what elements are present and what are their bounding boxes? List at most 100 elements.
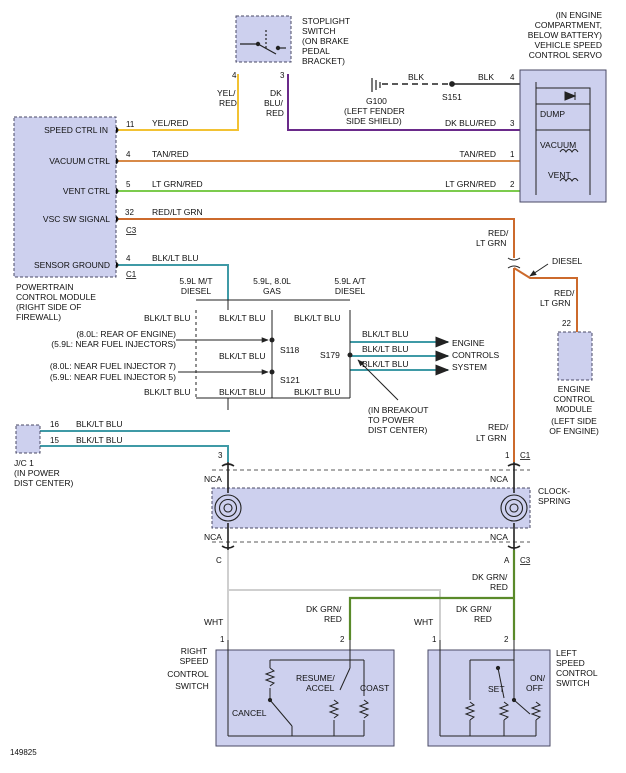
stoplight-switch-symbol (240, 30, 286, 55)
clockspring-wire-below-1: DK GRN/ (472, 572, 508, 582)
clockspring-nca-2: NCA (490, 474, 508, 484)
diesel-label: DIESEL (552, 256, 583, 266)
splice-header-at-1: 5.9L A/T (334, 276, 365, 286)
left-switch-desc-4: SWITCH (556, 678, 590, 688)
splice-header-mt-1: 5.9L M/T (179, 276, 212, 286)
left-switch-wire-green-1: DK GRN/ (456, 604, 492, 614)
servo-item-dump: DUMP (540, 109, 565, 119)
servo-item-vent: VENT (548, 170, 571, 180)
servo-pin-1: 1 (510, 150, 515, 159)
splice-wire-label-7: BLK/LT BLU (294, 387, 340, 397)
jc-pin-16: 16 (50, 420, 59, 429)
pcm-desc-4: FIREWALL) (16, 312, 61, 322)
servo-desc-1: (IN ENGINE (556, 10, 603, 20)
diesel-wire-upper-2: LT GRN (476, 238, 506, 248)
left-switch-desc-3: CONTROL (556, 668, 598, 678)
left-switch-item-off: OFF (526, 683, 543, 693)
servo-desc-3: BELOW BATTERY) (528, 30, 602, 40)
pcm-pin-label-vsc-sw-signal: VSC SW SIGNAL (43, 214, 110, 224)
pcm-pin-number-32: 32 (125, 208, 134, 217)
stoplight-desc-5: BRACKET) (302, 56, 345, 66)
right-switch-item-coast: COAST (360, 683, 389, 693)
splice-wire-label-6: BLK/LT BLU (219, 387, 265, 397)
right-switch-wire-green-1: DK GRN/ (306, 604, 342, 614)
splice-s121: S121 (280, 375, 300, 385)
jc-wire-label-1: BLK/LT BLU (76, 419, 122, 429)
servo-pin-4: 4 (510, 73, 515, 82)
right-switch-box (215, 649, 395, 747)
pcm-pin-number-4b: 4 (126, 254, 131, 263)
servo-pin-2: 2 (510, 180, 515, 189)
servo-module (519, 69, 607, 203)
splice-s179: S179 (320, 350, 340, 360)
servo-wire-dk-blu-red: DK BLU/RED (445, 118, 496, 128)
splice-header-at-2: DIESEL (335, 286, 366, 296)
right-switch-pin-2: 2 (340, 635, 345, 644)
ground-wire-dashed-label: BLK (408, 72, 424, 82)
ecm-desc-2: CONTROL (553, 394, 595, 404)
pcm-desc-3: (RIGHT SIDE OF (16, 302, 82, 312)
s179-location-1: (IN BREAKOUT (368, 405, 428, 415)
diesel-wire-upper-1: RED/ (488, 228, 509, 238)
splice-wire-label-5: BLK/LT BLU (144, 387, 190, 397)
left-switch-box (427, 649, 551, 747)
s121-location-1: (8.0L: NEAR FUEL INJECTOR 7) (50, 361, 176, 371)
stoplight-desc-2: SWITCH (302, 26, 336, 36)
servo-wire-tan-red: TAN/RED (459, 149, 496, 159)
jc1-box (15, 424, 41, 454)
clockspring-pin-top-right: 1 (505, 451, 510, 460)
jc-desc-3: DIST CENTER) (14, 478, 74, 488)
pcm-pin-label-sensor-ground: SENSOR GROUND (34, 260, 110, 270)
splice-header-gas-1: 5.9L, 8.0L (253, 276, 291, 286)
splice-header-mt-2: DIESEL (181, 286, 212, 296)
clockspring-conn-bottom-right: C3 (520, 556, 531, 565)
clockspring-pin-bottom-right: A (504, 556, 510, 565)
servo-desc-4: VEHICLE SPEED (534, 40, 602, 50)
servo-desc-5: CONTROL SERVO (529, 50, 603, 60)
ground-desc-2: SIDE SHIELD) (346, 116, 402, 126)
ecm-module (557, 331, 593, 381)
ground-id: G100 (366, 96, 387, 106)
right-switch-desc-4: SWITCH (175, 681, 209, 691)
clockspring-coil-right (500, 494, 528, 522)
left-switch-item-on: ON/ (530, 673, 546, 683)
diesel-wire-ecm-2: LT GRN (540, 298, 570, 308)
pcm-pin-number-4a: 4 (126, 150, 131, 159)
pcm-connector-c3: C3 (126, 226, 137, 235)
splice-wire-label-1: BLK/LT BLU (144, 313, 190, 323)
splice-arrows (176, 337, 399, 401)
stoplight-desc-3: (ON BRAKE (302, 36, 349, 46)
wire-label-blk-lt-blu: BLK/LT BLU (152, 253, 198, 263)
stoplight-pin-3: 3 (280, 71, 285, 80)
left-switch-desc-1: LEFT (556, 648, 577, 658)
clockspring-nca-3: NCA (204, 532, 222, 542)
right-switch-desc-3: CONTROL (167, 669, 209, 679)
diesel-wire-ecm-1: RED/ (554, 288, 575, 298)
right-switch-item-accel: ACCEL (306, 683, 335, 693)
splice-header-gas-2: GAS (263, 286, 281, 296)
servo-internal (535, 82, 591, 195)
right-switch-desc-2: SPEED (180, 656, 209, 666)
jc-desc-1: J/C 1 (14, 458, 34, 468)
wire-dk-grn-red-right (348, 596, 514, 640)
wire-red-lt-grn-lower-2: LT GRN (476, 433, 506, 443)
wire-dk-blu-red (287, 74, 520, 131)
ecs-wire-label-3: BLK/LT BLU (362, 359, 408, 369)
ground-wire-label: BLK (478, 72, 494, 82)
stoplight-wire-right-3: RED (266, 108, 284, 118)
clockspring-terminals (212, 462, 530, 550)
clockspring-box (211, 487, 531, 529)
wire-label-yel-red: YEL/RED (152, 118, 188, 128)
pcm-pin-number-11: 11 (126, 120, 135, 129)
ecs-label-1: ENGINE (452, 338, 485, 348)
left-switch-wire-wht: WHT (414, 617, 433, 627)
left-switch-pin-1: 1 (432, 635, 437, 644)
pcm-pin-label-vent-ctrl: VENT CTRL (63, 186, 110, 196)
pcm-pin-label-speed-ctrl-in: SPEED CTRL IN (44, 125, 108, 135)
stoplight-wire-right-1: DK (270, 88, 282, 98)
splice-dot-s118 (269, 337, 275, 343)
jc-desc-2: (IN POWER (14, 468, 60, 478)
splice-wire-label-4: BLK/LT BLU (219, 351, 265, 361)
clockspring-nca-1: NCA (204, 474, 222, 484)
